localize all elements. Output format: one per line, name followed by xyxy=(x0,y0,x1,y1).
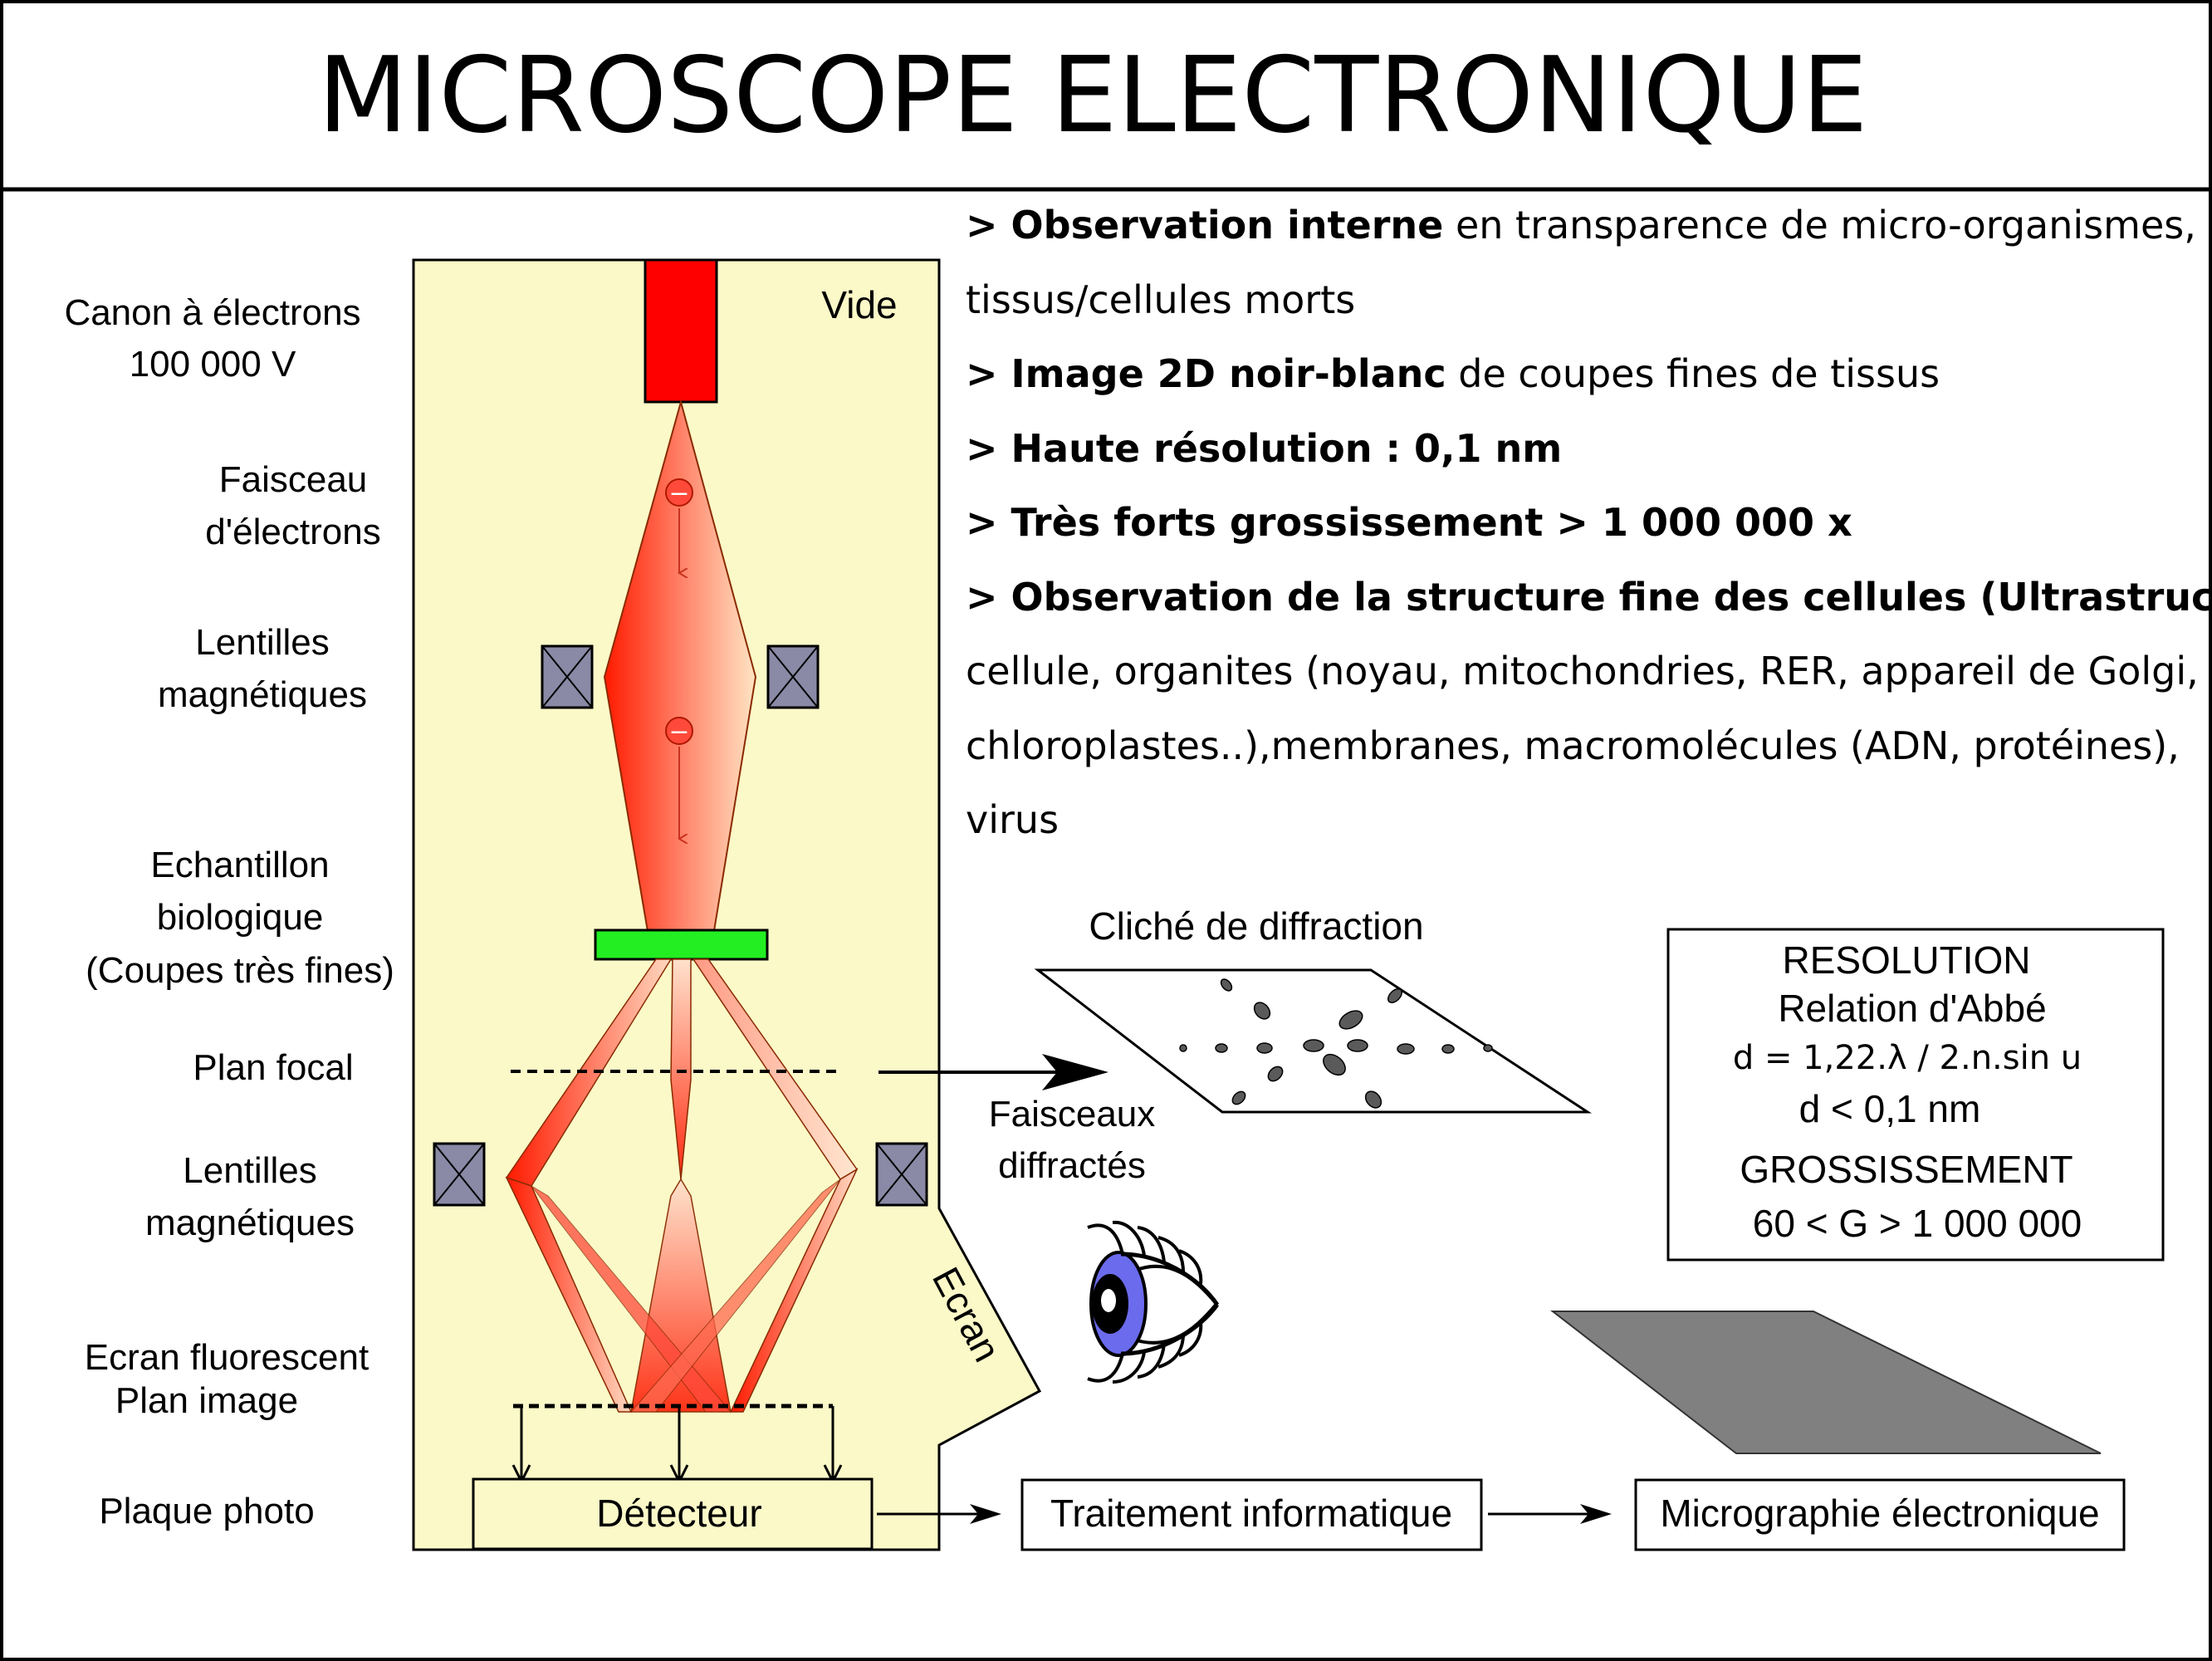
bullet-2-rest: de coupes fines de tissus xyxy=(1446,351,1940,396)
detector-box xyxy=(472,1477,874,1551)
diffraction-arrow xyxy=(878,1054,1108,1090)
resolution-text: RESOLUTION Relation d'Abbé d = 1,22.λ / … xyxy=(1733,938,2082,1245)
micrographie-label: Micrographie électronique xyxy=(1660,1492,2099,1535)
flow-arrow-2 xyxy=(1488,1504,1612,1524)
resolution-title: RESOLUTION xyxy=(1782,938,2030,982)
lens-upper-right xyxy=(766,644,820,709)
electron-2: − xyxy=(665,717,693,839)
resolution-subtitle: Relation d'Abbé xyxy=(1778,987,2046,1030)
bullet-5: > Observation de la structure fine des c… xyxy=(966,575,2212,620)
eye-icon xyxy=(1087,1220,1220,1384)
electron-gun xyxy=(644,258,718,404)
faisceau-label-1: Faisceau xyxy=(219,459,368,500)
electron-2-symbol: − xyxy=(668,718,689,747)
fluorescent-screen xyxy=(1550,1311,2102,1454)
echantillon-label-1: Echantillon xyxy=(150,845,329,885)
bullet-1-line-2: tissus/cellules morts xyxy=(966,277,1355,322)
lentilles-lower-label-1: Lentilles xyxy=(183,1150,316,1191)
bullet-1-bold: > Observation interne xyxy=(966,203,1443,247)
bullet-5-line-4: virus xyxy=(966,797,1059,842)
bullet-1: > Observation interne en transparence de… xyxy=(966,203,2196,247)
grossissement-title: GROSSISSEMENT xyxy=(1740,1148,2073,1191)
traitement-box xyxy=(1020,1478,1483,1551)
bullet-5-line-2: cellule, organites (noyau, mitochondries… xyxy=(966,649,2199,693)
left-labels: Canon à électrons 100 000 V Faisceau d'é… xyxy=(64,292,394,1531)
canon-label-2: 100 000 V xyxy=(130,344,296,385)
resolution-box xyxy=(1666,928,2165,1262)
bullet-3: > Haute résolution : 0,1 nm xyxy=(966,426,1562,471)
lens-lower-right xyxy=(875,1142,928,1207)
diffraction-spots xyxy=(1179,978,1493,1109)
bullet-2: > Image 2D noir-blanc de coupes fines de… xyxy=(966,351,1940,396)
lens-lower-left xyxy=(433,1142,486,1207)
grossissement-range: 60 < G > 1 000 000 xyxy=(1753,1202,2082,1245)
bullet-5-line-3: chloroplastes..),membranes, macromolécul… xyxy=(966,723,2180,768)
canon-label-1: Canon à électrons xyxy=(64,292,360,333)
faisceaux-label-1: Faisceaux xyxy=(989,1094,1156,1134)
cliche-label: Cliché de diffraction xyxy=(1089,904,1423,948)
micrographie-box xyxy=(1634,1478,2126,1551)
electron-1: − xyxy=(665,478,693,573)
ecran-fluo-label-1: Ecran fluorescent xyxy=(85,1337,369,1378)
bullet-list: > Observation interne en transparence de… xyxy=(966,203,2212,842)
lentilles-upper-label-2: magnétiques xyxy=(158,674,367,715)
faisceaux-label-2: diffractés xyxy=(998,1145,1146,1186)
lens-upper-left xyxy=(541,644,594,709)
vide-label: Vide xyxy=(821,283,897,326)
faisceau-label-2: d'électrons xyxy=(205,512,380,552)
ecran-fluo-label-2: Plan image xyxy=(115,1380,298,1421)
bullet-2-bold: > Image 2D noir-blanc xyxy=(966,351,1446,396)
resolution-limit: d < 0,1 nm xyxy=(1799,1087,1981,1130)
page-title: MICROSCOPE ELECTRONIQUE xyxy=(318,34,1868,156)
electron-1-symbol: − xyxy=(668,479,689,508)
echantillon-label-2: biologique xyxy=(157,897,324,938)
echantillon-label-3: (Coupes très fines) xyxy=(86,950,394,991)
plaque-photo-label: Plaque photo xyxy=(99,1491,314,1531)
biological-sample xyxy=(594,928,769,961)
lentilles-upper-label-1: Lentilles xyxy=(195,622,329,663)
lentilles-lower-label-2: magnétiques xyxy=(145,1203,355,1243)
detector-label: Détecteur xyxy=(596,1492,761,1535)
flow-arrow-1 xyxy=(877,1504,1001,1524)
bullet-1-rest: en transparence de micro-organismes, xyxy=(1443,203,2196,247)
bullet-4: > Très forts grossissement > 1 000 000 x xyxy=(966,500,1852,545)
plan-focal-label: Plan focal xyxy=(193,1047,353,1088)
traitement-label: Traitement informatique xyxy=(1050,1492,1452,1535)
diffracted-beams xyxy=(505,958,859,1413)
resolution-formula: d = 1,22.λ / 2.n.sin u xyxy=(1733,1039,2082,1077)
